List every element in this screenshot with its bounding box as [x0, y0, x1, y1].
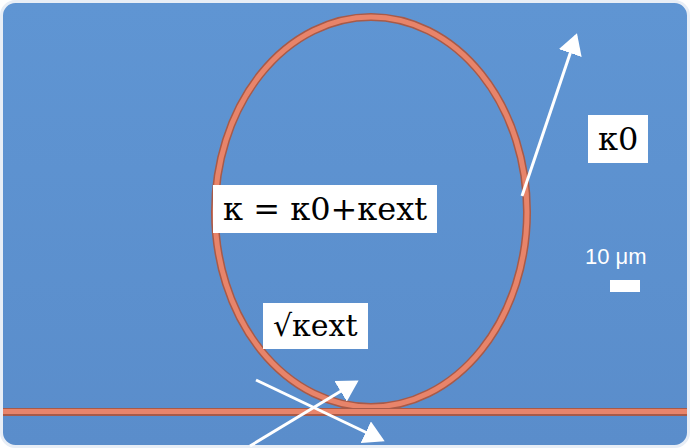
scale-label: 10 μm	[585, 246, 647, 268]
total-loss-label: κ = κ0+κext	[213, 185, 437, 233]
bus-shadow	[3, 408, 687, 416]
bus-waveguide	[3, 409, 687, 414]
coupling-label: √κext	[263, 303, 368, 349]
loss-rate-label: κ0	[588, 115, 648, 163]
loss-arrow	[522, 36, 576, 196]
scale-bar	[610, 280, 640, 292]
coupling-arrow	[256, 380, 382, 440]
coupling-arrow	[250, 382, 356, 446]
